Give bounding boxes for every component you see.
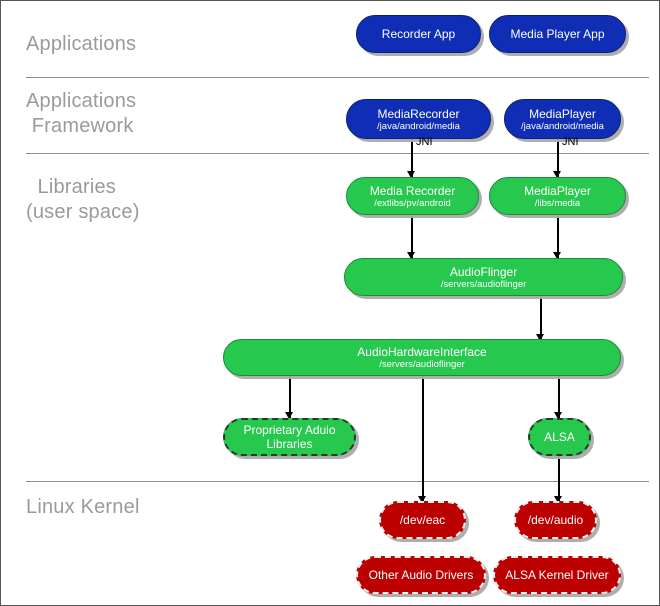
arrowhead-recorder-lib-to-flinger [407,252,415,259]
node-audio-hardware-interface-path: /servers/audioflinger [379,359,465,370]
node-audio-hardware-interface-title: AudioHardwareInterface [357,345,487,359]
separator-framework [26,153,649,154]
node-media-recorder-framework-path: /java/android/media [377,120,460,132]
node-alsa-title: ALSA [544,430,575,444]
connector-recorder-lib-to-flinger [411,214,413,259]
connector-hwiface-to-dev-eac [422,374,424,502]
node-audio-hardware-interface[interactable]: AudioHardwareInterface /servers/audiofli… [223,339,621,376]
node-media-player-app[interactable]: Media Player App [489,15,626,53]
node-alsa-kernel-driver[interactable]: ALSA Kernel Driver [493,556,621,594]
separator-kernel [26,481,649,482]
layer-label-libraries: Libraries (user space) [26,176,140,223]
jni-label-right: JNI [562,136,579,148]
node-media-recorder-library-path: /extlibs/pv/android [374,197,451,209]
node-media-player-framework-path: /java/android/media [521,120,604,132]
arrowhead-hwiface-to-alsa [554,412,562,419]
node-audio-flinger[interactable]: AudioFlinger /servers/audioflinger [344,258,623,296]
node-dev-audio[interactable]: /dev/audio [514,501,597,539]
node-media-player-app-title: Media Player App [510,27,605,41]
node-audio-flinger-title: AudioFlinger [449,264,518,279]
node-proprietary-audio-libraries-line2: Libraries [266,437,313,451]
node-other-audio-drivers-title: Other Audio Drivers [368,568,474,582]
node-dev-eac-title: /dev/eac [399,513,446,527]
layer-label-applications-framework: Applications Framework [26,90,137,137]
node-other-audio-drivers[interactable]: Other Audio Drivers [356,556,486,594]
connector-recorder-fw-to-lib [411,138,413,177]
node-recorder-app[interactable]: Recorder App [356,15,481,53]
node-media-recorder-framework[interactable]: MediaRecorder /java/android/media [346,99,491,139]
node-media-player-library-title: MediaPlayer [524,183,591,198]
layer-label-linux-kernel: Linux Kernel [26,496,140,518]
node-media-player-library-path: /libs/media [534,197,581,209]
jni-label-left: JNI [416,136,433,148]
connector-flinger-to-hwiface [540,295,542,341]
separator-applications [26,77,649,78]
connector-alsa-to-dev-audio [558,454,560,502]
node-proprietary-audio-libraries[interactable]: Proprietary Aduio Libraries [223,418,356,456]
node-dev-audio-title: /dev/audio [527,513,584,527]
node-media-recorder-framework-title: MediaRecorder [377,106,460,121]
node-media-recorder-library-title: Media Recorder [369,183,456,198]
node-media-player-framework[interactable]: MediaPlayer /java/android/media [504,99,621,139]
arrowhead-hwiface-to-dev-eac [418,496,426,503]
arrowhead-alsa-to-dev-audio [554,496,562,503]
node-recorder-app-title: Recorder App [381,27,456,41]
node-media-recorder-library[interactable]: Media Recorder /extlibs/pv/android [346,177,479,215]
node-alsa[interactable]: ALSA [528,418,591,456]
node-alsa-kernel-driver-title: ALSA Kernel Driver [505,568,609,582]
node-proprietary-audio-libraries-line1: Proprietary Aduio [243,423,336,437]
layer-label-applications: Applications [26,33,137,55]
arrowhead-recorder-fw-to-lib [407,171,415,178]
arrowhead-hwiface-to-proprietary [285,412,293,419]
arrowhead-flinger-to-hwiface [536,334,544,341]
connector-hwiface-to-alsa [558,374,560,418]
arrowhead-player-lib-to-flinger [553,252,561,259]
node-audio-flinger-path: /servers/audioflinger [440,278,527,290]
arrowhead-player-fw-to-lib [553,171,561,178]
node-media-player-framework-title: MediaPlayer [529,106,596,121]
connector-player-lib-to-flinger [557,214,559,259]
node-media-player-library[interactable]: MediaPlayer /libs/media [489,177,626,215]
node-dev-eac[interactable]: /dev/eac [379,501,466,539]
connector-player-fw-to-lib [557,138,559,177]
connector-hwiface-to-proprietary [289,374,291,418]
